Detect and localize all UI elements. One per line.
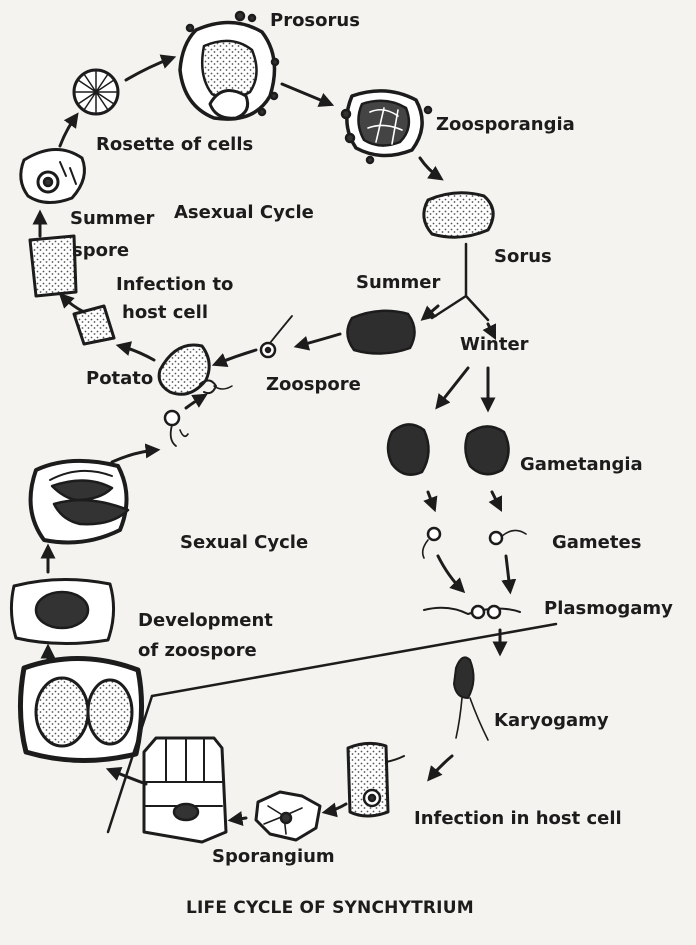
gamete-left (423, 528, 440, 558)
label-gametes: Gametes (552, 534, 641, 553)
infected-cell-lower (74, 306, 114, 344)
label-gametangia: Gametangia (520, 456, 643, 475)
label-potato: Potato (86, 370, 153, 389)
label-infection-line2: host cell (122, 304, 208, 323)
label-zoosporangia: Zoosporangia (436, 116, 575, 135)
plasmogamy-figure (424, 606, 520, 618)
potato-cell (159, 345, 232, 394)
infection-host-cell (348, 743, 404, 816)
label-asexual-cycle: Asexual Cycle (174, 204, 314, 223)
summer-sporangium (347, 311, 414, 354)
karyogamy-zygote (454, 657, 488, 740)
label-zoospore: Zoospore (266, 376, 361, 395)
resting-spore-cell (31, 461, 128, 543)
label-plasmogamy: Plasmogamy (544, 600, 673, 619)
sorus-cell (424, 193, 493, 237)
double-sporangium (20, 658, 141, 760)
label-rosette-of-cells: Rosette of cells (96, 136, 253, 155)
gamete-right (490, 530, 526, 544)
gametangium-left (388, 424, 429, 474)
gametangium-right (465, 426, 508, 474)
label-summer-spore-line1: Summer (70, 210, 154, 229)
label-prosorus: Prosorus (270, 12, 360, 31)
label-development-line1: Development (138, 612, 273, 631)
label-sorus: Sorus (494, 248, 552, 267)
sporangium-cell (256, 792, 320, 840)
label-summer: Summer (356, 274, 440, 293)
label-winter: Winter (460, 336, 529, 355)
developing-zoospore-cell (11, 579, 113, 643)
diagram-title: LIFE CYCLE OF SYNCHYTRIUM (186, 900, 474, 918)
infected-cell-upper (30, 236, 76, 296)
host-tissue-block (144, 738, 226, 842)
sorus-stem (432, 244, 488, 320)
summer-spore-cell (21, 149, 85, 202)
label-karyogamy: Karyogamy (494, 712, 609, 731)
label-infection-line1: Infection to (116, 276, 233, 295)
label-sexual-cycle: Sexual Cycle (180, 534, 308, 553)
zoosporangia-cell (342, 91, 431, 163)
rosette-of-cells (74, 70, 118, 114)
label-infection-in-host-cell: Infection in host cell (414, 810, 622, 829)
prosorus-cell (180, 12, 278, 119)
label-development-line2: of zoospore (138, 642, 257, 661)
label-summer-spore-line2: spore (72, 242, 129, 261)
zoospore-figure (261, 316, 292, 357)
zoospore-small (165, 411, 188, 446)
label-sporangium: Sporangium (212, 848, 335, 867)
